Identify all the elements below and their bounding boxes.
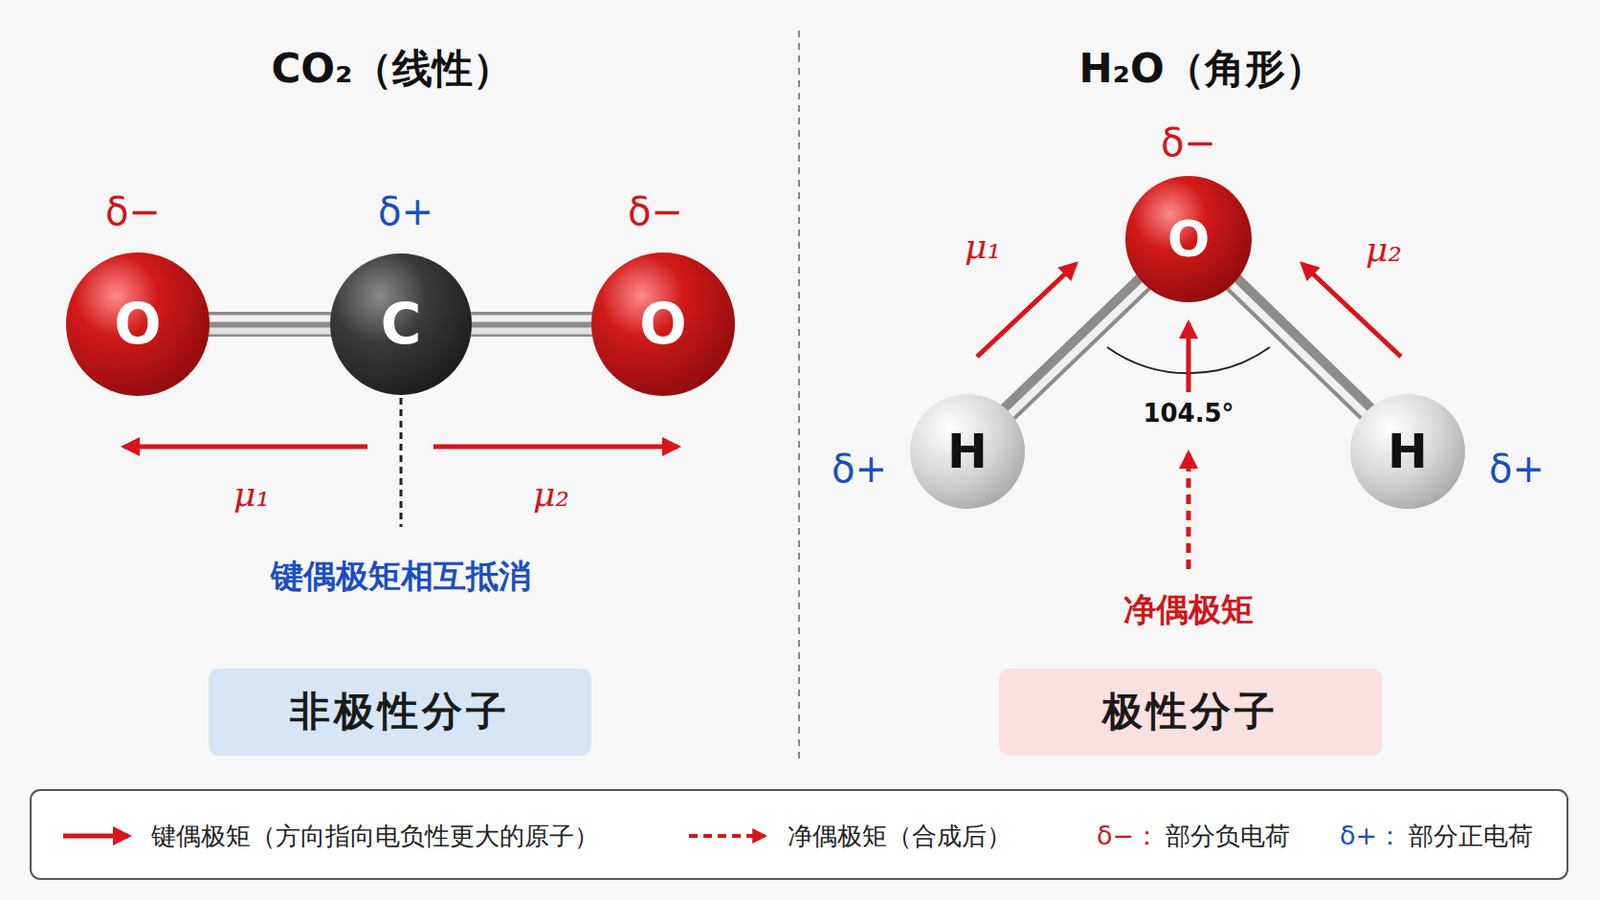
dipole-symbol: μ₁ [233,475,270,514]
bond-stroke [203,328,336,335]
atom-sphere: H [910,394,1025,510]
partial-charge: δ− [1160,121,1217,164]
chemical-bond [1004,279,1150,419]
legend-sample-dashed-arrow [688,834,765,839]
result-box: 非极性分子 [208,668,592,756]
bond-dipole-arrow [1302,264,1401,357]
bond-stroke [1006,281,1150,419]
bond-stroke [203,311,336,337]
atom-sphere: O [591,252,735,397]
partial-charge: δ− [627,190,684,233]
bond-stroke [203,315,336,323]
net-dipole-dashed-arrow [1186,453,1192,570]
atom-symbol: O [639,291,687,357]
bond-dipole-arrow [433,444,678,450]
legend-sample-arrow [63,834,129,840]
dipole-symbol: μ₂ [533,475,570,514]
partial-charge: δ− [105,190,161,233]
result-text: 极性分子 [1102,685,1279,739]
symmetry-line [400,398,403,528]
dipole-symbol: μ₁ [964,227,1001,267]
net-dipole-arrow [1186,323,1192,393]
chemical-bond [203,318,336,332]
atom-symbol: O [1167,210,1210,268]
legend-key: δ−： [1096,822,1160,851]
bond-dipole-arrow [977,264,1076,357]
bond-dipole-arrow [124,444,368,450]
chemical-bond [1227,279,1371,419]
angle-value: 104.5° [1142,400,1234,428]
bond-stroke [466,311,598,337]
legend-text: 部分正电荷 [1408,822,1534,851]
result-box: 极性分子 [999,668,1382,756]
partial-charge: δ+ [1488,447,1545,490]
legend-text: 净偶极矩（合成后） [787,822,1012,851]
bond-stroke [466,328,598,335]
atom-sphere: C [330,253,472,396]
note-text: 净偶极矩 [1123,592,1254,628]
atom-symbol: O [113,291,161,357]
panel-title: CO₂（线性） [271,46,514,91]
dipole-symbol: μ₂ [1365,230,1402,269]
partial-charge: δ+ [831,447,888,490]
note-text: 键偶极矩相互抵消 [270,558,532,595]
legend-key: δ+： [1339,822,1403,851]
bond-stroke [466,315,598,323]
legend-box [30,790,1568,880]
bond-stroke [1227,281,1369,419]
panel-title: H₂O（角形） [1078,46,1325,91]
atom-sphere: O [66,252,210,397]
result-text: 非极性分子 [289,685,511,739]
atom-symbol: H [1387,423,1428,480]
atom-symbol: C [380,291,423,357]
atom-symbol: H [947,423,988,480]
chemical-bond [466,318,598,332]
atom-sphere: O [1125,176,1252,303]
legend-text: 部分负电荷 [1165,822,1290,851]
divider [798,30,800,760]
partial-charge: δ+ [377,190,434,233]
atom-sphere: H [1350,394,1466,510]
legend-text: 键偶极矩（方向指向电负性更大的原子） [151,822,600,851]
